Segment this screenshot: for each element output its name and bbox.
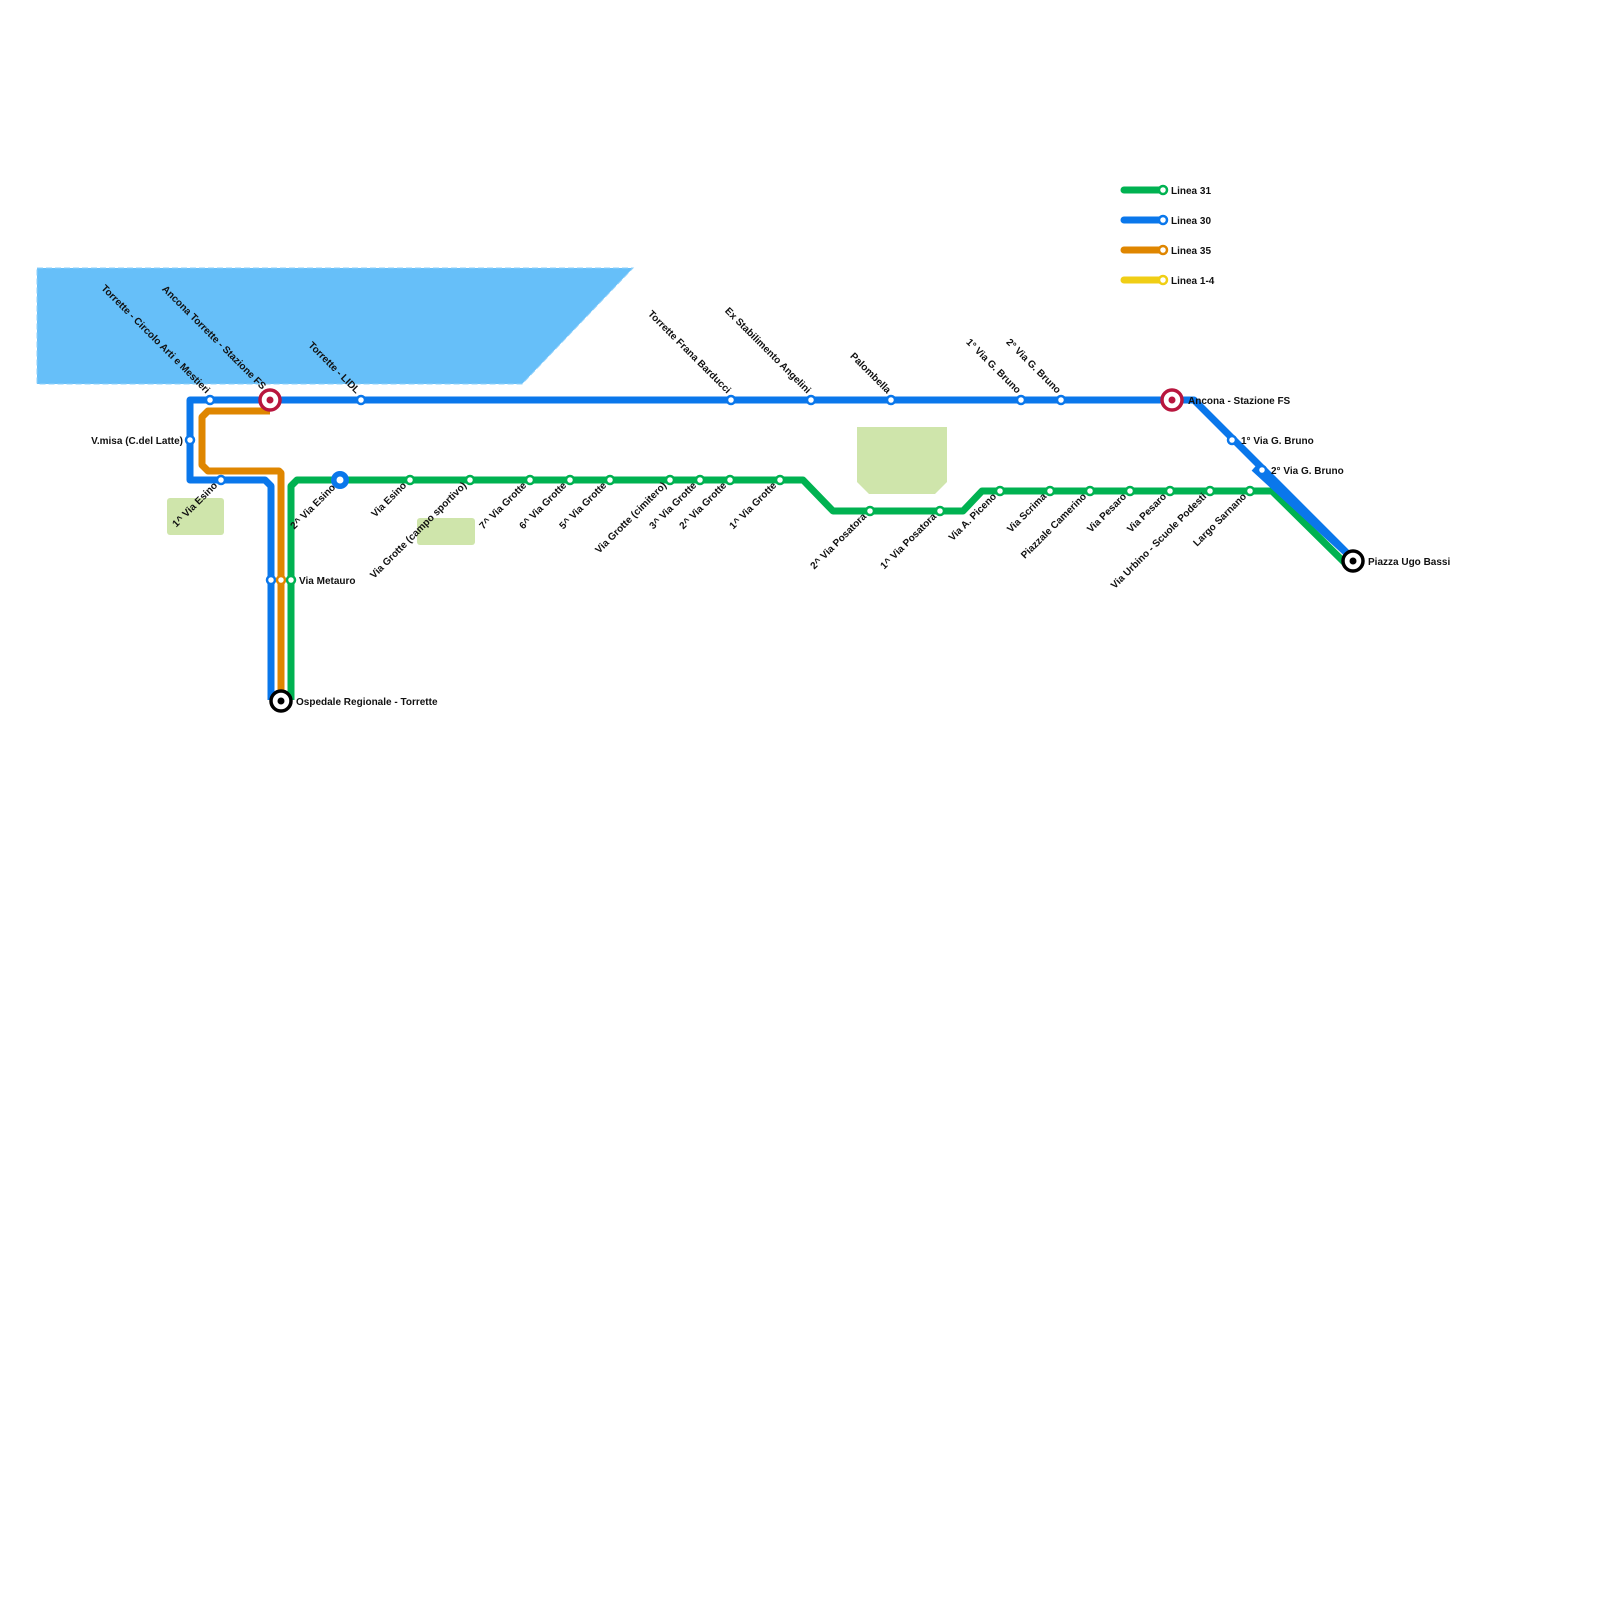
station-stop[interactable] xyxy=(1226,434,1238,446)
legend-label: Linea 35 xyxy=(1171,246,1211,257)
station-stop[interactable] xyxy=(694,474,706,486)
legend-item-linea-31: Linea 31 xyxy=(1120,184,1211,197)
station-stop[interactable] xyxy=(994,485,1006,497)
station-stop[interactable] xyxy=(805,394,817,406)
station-stop[interactable] xyxy=(464,474,476,486)
station-stop[interactable] xyxy=(204,394,216,406)
station-label: Via Esino xyxy=(370,480,409,519)
legend-station-icon xyxy=(1157,184,1169,196)
legend-item-linea-35: Linea 35 xyxy=(1120,244,1211,257)
route-linea-35[interactable] xyxy=(198,407,285,700)
station-stop[interactable] xyxy=(1015,394,1027,406)
station-label: Via Pesaro xyxy=(1125,491,1169,535)
interchange-icon-dot xyxy=(266,396,274,404)
park-area xyxy=(167,498,224,535)
station-stop-large-center xyxy=(336,476,344,484)
legend: Linea 31 Linea 30 Linea 35 Linea 1-4 xyxy=(1120,184,1215,287)
terminus-icon-dot xyxy=(1349,557,1357,565)
station-stop[interactable] xyxy=(1044,485,1056,497)
station-stop[interactable] xyxy=(275,574,287,586)
station-stop[interactable] xyxy=(1164,485,1176,497)
station-label: Ex Stabilimento Angelini xyxy=(722,306,813,397)
station-stop[interactable] xyxy=(1204,485,1216,497)
station-label: 1° Via G. Bruno xyxy=(1241,436,1314,447)
station-label: Torrette Frana Barducci xyxy=(645,309,733,397)
station-stop[interactable] xyxy=(864,505,876,517)
station-stop[interactable] xyxy=(725,394,737,406)
station-label: 2^ Via Esino xyxy=(289,482,339,532)
legend-station-icon xyxy=(1157,214,1169,226)
terminus-icon-dot xyxy=(277,697,285,705)
legend-label: Linea 30 xyxy=(1171,216,1211,227)
legend-station-icon xyxy=(1157,244,1169,256)
station-stop[interactable] xyxy=(1084,485,1096,497)
station-stop[interactable] xyxy=(285,574,297,586)
station-stop[interactable] xyxy=(774,474,786,486)
station-label: 1^ Via Posatora xyxy=(879,511,940,572)
station-label: V.misa (C.del Latte) xyxy=(91,436,183,447)
station-stop[interactable] xyxy=(404,474,416,486)
station-stop[interactable] xyxy=(215,474,227,486)
station-stop[interactable] xyxy=(1256,464,1268,476)
station-label: Ancona - Stazione FS xyxy=(1188,396,1291,407)
station-stop[interactable] xyxy=(265,574,277,586)
station-stop[interactable] xyxy=(1055,394,1067,406)
station-stop[interactable] xyxy=(1244,485,1256,497)
station-label: Via Pesaro xyxy=(1085,491,1129,535)
route-linea-31[interactable] xyxy=(287,476,1350,700)
station-stop[interactable] xyxy=(524,474,536,486)
station-stop[interactable] xyxy=(664,474,676,486)
station-stop[interactable] xyxy=(934,505,946,517)
station-stop[interactable] xyxy=(564,474,576,486)
station-label: Piazza Ugo Bassi xyxy=(1368,557,1450,568)
station-stop[interactable] xyxy=(885,394,897,406)
station-label: Palombella xyxy=(848,351,893,396)
route-linea-30-diagonal[interactable] xyxy=(1251,465,1355,561)
route-linea-30[interactable] xyxy=(186,396,1188,700)
station-label: 2^ Via Posatora xyxy=(809,511,870,572)
legend-station-icon xyxy=(1157,274,1169,286)
station-stop[interactable] xyxy=(724,474,736,486)
legend-item-linea-1-4: Linea 1-4 xyxy=(1120,274,1215,287)
water-area xyxy=(36,267,635,385)
terminus-station[interactable] xyxy=(1341,549,1365,573)
station-label: 1^ Via Grotte xyxy=(728,480,780,532)
park-area xyxy=(417,518,475,545)
park-area xyxy=(857,427,947,494)
station-stop[interactable] xyxy=(355,394,367,406)
station-label: 2° Via G. Bruno xyxy=(1271,466,1344,477)
legend-label: Linea 1-4 xyxy=(1171,276,1215,287)
station-stop[interactable] xyxy=(604,474,616,486)
legend-item-linea-30: Linea 30 xyxy=(1120,214,1211,227)
interchange-station[interactable] xyxy=(1160,388,1184,412)
terminus-station[interactable] xyxy=(269,689,293,713)
interchange-icon-dot xyxy=(1168,396,1176,404)
station-stop[interactable] xyxy=(1124,485,1136,497)
station-label: Via Metauro xyxy=(299,576,356,587)
interchange-station[interactable] xyxy=(258,388,282,412)
legend-label: Linea 31 xyxy=(1171,186,1211,197)
station-label: Ospedale Regionale - Torrette xyxy=(296,697,438,708)
station-stop[interactable] xyxy=(184,434,196,446)
